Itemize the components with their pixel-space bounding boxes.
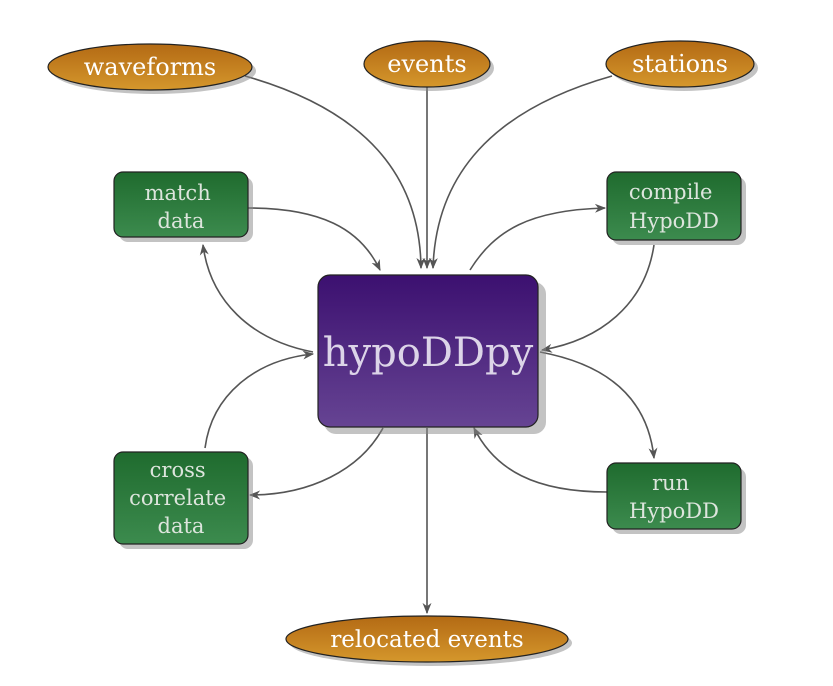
node-compile-hypodd: compile HypoDD: [606, 171, 746, 245]
arrow-run-hypodd-to-center: [473, 426, 608, 493]
node-waveforms: waveforms: [47, 43, 256, 94]
node-relocated-events: relocated events: [285, 615, 572, 666]
node-run-hypodd-label: run HypoDD: [629, 471, 719, 523]
node-stations: stations: [605, 40, 758, 91]
node-match-data: match data: [113, 171, 253, 242]
node-stations-label: stations: [632, 50, 728, 78]
node-compile-hypodd-label: compile HypoDD: [629, 180, 719, 233]
arrow-center-to-match-data: [199, 243, 314, 353]
arrow-waveforms-to-center: [244, 75, 426, 270]
arrows: [199, 75, 658, 615]
node-run-hypodd: run HypoDD: [606, 462, 746, 534]
node-hypoddpy-label: hypoDDpy: [323, 330, 534, 376]
arrow-stations-to-center: [428, 75, 613, 270]
arrow-center-to-run-hypodd: [539, 351, 658, 460]
node-waveforms-label: waveforms: [84, 53, 217, 81]
node-run-hypodd-line-1: run: [652, 471, 689, 495]
node-match-data-line-2: data: [158, 209, 205, 233]
arrow-match-data-to-center: [247, 207, 381, 272]
arrow-compile-hypodd-to-center: [540, 244, 655, 353]
node-match-data-label: match data: [145, 181, 218, 233]
arrow-cross-correlate-to-center: [204, 350, 315, 449]
node-cross-correlate-line-3: data: [158, 514, 205, 538]
arrow-center-to-cross-correlate: [248, 427, 384, 500]
arrow-center-to-compile-hypodd: [469, 203, 607, 271]
node-run-hypodd-line-2: HypoDD: [629, 499, 719, 523]
node-compile-hypodd-line-2: HypoDD: [629, 209, 719, 233]
node-events-label: events: [387, 50, 466, 78]
node-events: events: [363, 40, 494, 91]
node-hypoddpy: hypoDDpy: [317, 274, 546, 434]
node-match-data-line-1: match: [145, 181, 211, 205]
node-relocated-events-label: relocated events: [330, 627, 523, 653]
node-compile-hypodd-line-1: compile: [629, 180, 713, 204]
node-cross-correlate-data: cross correlate data: [113, 451, 253, 549]
node-cross-correlate-line-2: correlate: [129, 486, 226, 510]
node-cross-correlate-line-1: cross: [150, 458, 206, 482]
node-cross-correlate-label: cross correlate data: [129, 458, 233, 538]
